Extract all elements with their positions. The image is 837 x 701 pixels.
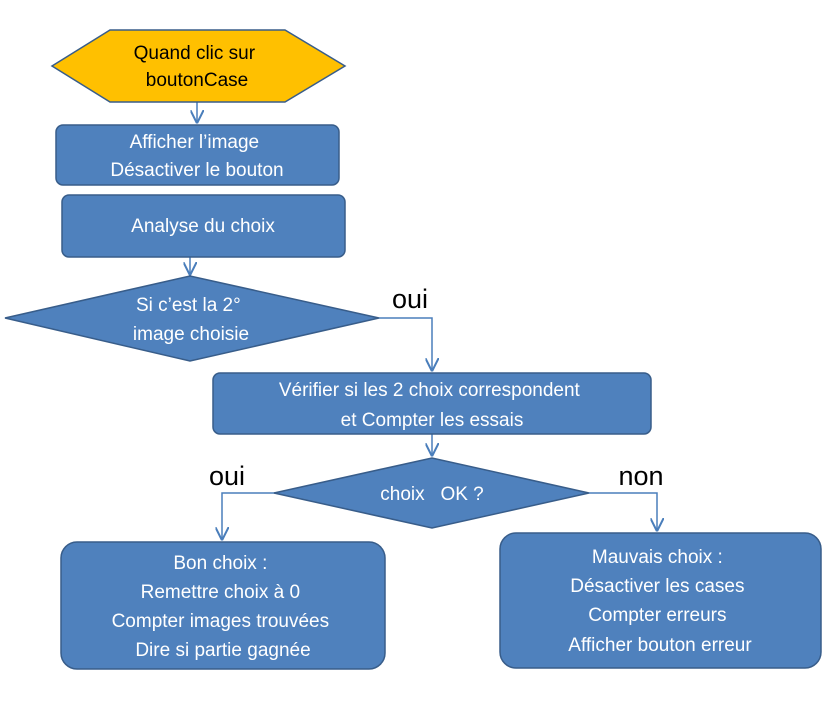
outcome-mauvais-choix-label: Mauvais choix : Désactiver les cases Com… — [568, 547, 752, 656]
connector-decision1-yes — [379, 317, 432, 370]
step-verifier-choix-label: Vérifier si les 2 choix correspondent et… — [279, 380, 585, 431]
decision-choix-ok-label: choix OK ? — [380, 484, 484, 505]
label-oui-decision2: oui — [209, 461, 245, 491]
step-analyse-choix — [61, 194, 346, 258]
decision-second-image — [4, 275, 380, 362]
outcome-bon-choix — [60, 541, 386, 670]
connector-decision2-yes — [222, 492, 277, 539]
step-afficher-image-label: Afficher l’image Désactiver le bouton — [110, 132, 283, 181]
connector-decision2-no — [589, 492, 657, 530]
outcome-mauvais-choix — [499, 532, 822, 669]
step-afficher-image — [55, 124, 340, 186]
decision-second-image-label: Si c’est la 2° image choisie — [133, 295, 249, 345]
label-non-decision2: non — [618, 461, 663, 491]
start-event — [50, 29, 347, 103]
step-analyse-choix-label: Analyse du choix — [131, 216, 275, 237]
start-label: Quand clic sur boutonCase — [134, 43, 261, 91]
step-verifier-choix — [212, 372, 652, 435]
decision-choix-ok — [273, 457, 590, 529]
label-oui-decision1: oui — [392, 284, 428, 314]
outcome-bon-choix-label: Bon choix : Remettre choix à 0 Compter i… — [112, 553, 335, 661]
